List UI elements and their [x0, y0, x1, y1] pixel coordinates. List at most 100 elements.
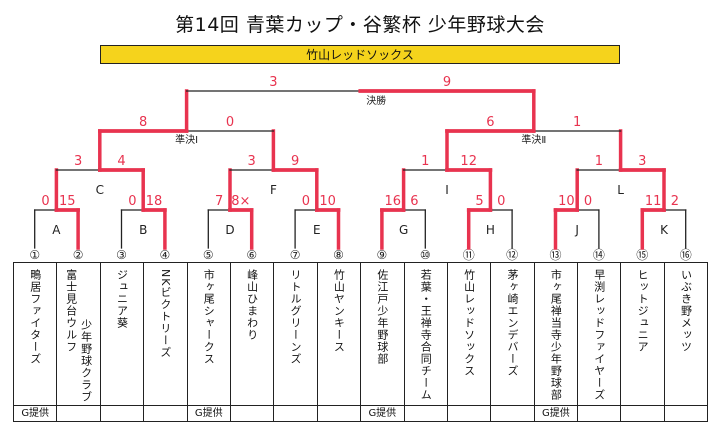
team-number: ⑯ — [680, 248, 692, 262]
score-right: 8× — [231, 194, 250, 209]
team-cell: 竹山レッドソックス — [447, 263, 492, 421]
team-number: ⑥ — [246, 248, 257, 262]
team-name: 若葉・王禅寺合同チーム — [405, 269, 447, 403]
team-number: ③ — [116, 248, 127, 262]
score-right: 6 — [410, 194, 418, 209]
team-note — [447, 405, 491, 421]
team-note: G提供 — [534, 405, 578, 421]
score-left: 6 — [486, 115, 494, 130]
score-right: 3 — [638, 154, 646, 169]
team-cell: 鴫居ファイターズ G提供 — [14, 263, 58, 421]
match-label: G — [399, 223, 408, 237]
team-name: ヒットジュニア — [621, 269, 663, 403]
score-left: 3 — [74, 154, 82, 169]
team-name-line: 竹山ヤンキース — [332, 269, 346, 353]
team-name: ジュニア葵 — [101, 269, 143, 403]
team-number: ⑪ — [463, 248, 475, 262]
team-note: G提供 — [14, 405, 57, 421]
team-cell: 若葉・王禅寺合同チーム — [404, 263, 448, 421]
team-name-line: 佐江戸少年野球部 — [375, 269, 389, 365]
score-left: 0 — [41, 194, 49, 209]
team-name-line: 早渕レッドファイヤーズ — [592, 269, 606, 401]
match-label: D — [225, 223, 234, 237]
match-label: A — [52, 223, 61, 237]
score-left: 1 — [421, 154, 429, 169]
score-right: 0 — [584, 194, 592, 209]
team-number: ⑧ — [333, 248, 344, 262]
team-name: 竹山レッドソックス — [448, 269, 490, 403]
team-number: ④ — [160, 248, 171, 262]
team-note — [317, 405, 361, 421]
score-left: 3 — [248, 154, 256, 169]
match-label: F — [270, 183, 277, 197]
team-number: ⑦ — [290, 248, 301, 262]
team-name-line: 峰山ひまわり — [245, 269, 259, 341]
match-label: L — [617, 183, 624, 197]
team-name: リトルグリーンズ — [274, 269, 316, 403]
score-right: 18 — [146, 194, 163, 209]
score-right: 9 — [443, 75, 451, 90]
team-note — [404, 405, 447, 421]
score-left: 10 — [558, 194, 575, 209]
team-cell: 峰山ひまわり — [230, 263, 275, 421]
score-right: 12 — [460, 154, 477, 169]
team-note — [57, 405, 100, 421]
team-note — [144, 405, 187, 421]
team-number: ⑤ — [203, 248, 214, 262]
team-name-line: 少年野球クラブ — [79, 319, 93, 403]
score-left: 0 — [128, 194, 136, 209]
score-left: 16 — [384, 194, 401, 209]
page-title: 第14回 青葉カップ・谷繁杯 少年野球大会 — [175, 14, 545, 36]
team-cell: ヒットジュニア — [621, 263, 665, 421]
score-left: 1 — [595, 154, 603, 169]
team-number: ② — [73, 248, 84, 262]
team-note — [230, 405, 274, 421]
team-name: いぶき野メッツ — [665, 269, 707, 403]
team-name: 鴫居ファイターズ — [14, 269, 56, 403]
team-cell: 茅ヶ崎エンデバーズ — [491, 263, 535, 421]
team-cell: リトルグリーンズ — [274, 263, 318, 421]
score-left: 8 — [139, 115, 147, 130]
match-label: B — [139, 223, 147, 237]
match-label: 決勝 — [366, 94, 386, 107]
match-label: E — [313, 223, 321, 237]
team-name: 佐江戸少年野球部 — [361, 269, 403, 403]
score-right: 15 — [59, 194, 76, 209]
match-label: H — [486, 223, 495, 237]
match-label: 準決Ⅰ — [175, 133, 198, 146]
team-number: ⑬ — [549, 248, 561, 262]
team-number: ⑮ — [636, 248, 648, 262]
score-right: 10 — [319, 194, 336, 209]
team-name-line: NKビクトリーズ — [158, 269, 172, 359]
score-left: 11 — [645, 194, 662, 209]
team-cell: 早渕レッドファイヤーズ — [578, 263, 622, 421]
team-name-line: ヒットジュニア — [636, 269, 650, 353]
team-cell: 竹山ヤンキース — [317, 263, 362, 421]
team-note — [274, 405, 317, 421]
score-left: 5 — [475, 194, 483, 209]
team-note — [100, 405, 144, 421]
team-cell: ジュニア葵 — [100, 263, 145, 421]
team-number: ⑫ — [506, 248, 518, 262]
score-left: 0 — [302, 194, 310, 209]
team-number: ① — [29, 248, 40, 262]
team-note — [621, 405, 664, 421]
score-right: 9 — [291, 154, 299, 169]
match-label: K — [660, 223, 669, 237]
score-right: 2 — [671, 194, 679, 209]
team-name: 早渕レッドファイヤーズ — [578, 269, 620, 403]
score-left: 3 — [269, 75, 277, 90]
team-name: 茅ヶ崎エンデバーズ — [491, 269, 533, 403]
team-cell: いぶき野メッツ — [664, 263, 709, 421]
team-note: G提供 — [187, 405, 230, 421]
match-label: J — [574, 223, 579, 237]
team-name-line: 若葉・王禅寺合同チーム — [419, 269, 433, 401]
team-name-line: 竹山レッドソックス — [462, 269, 476, 377]
team-name-line: ジュニア葵 — [115, 269, 129, 329]
